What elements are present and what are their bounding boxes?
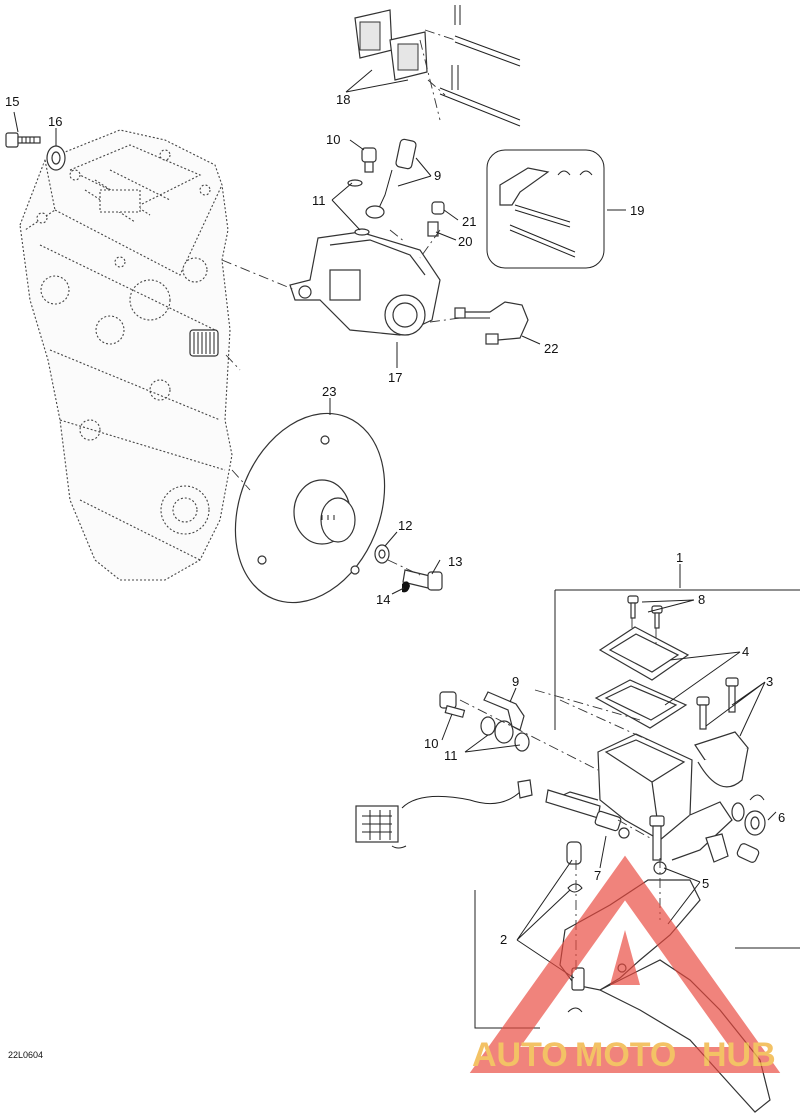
callout-8: 8: [698, 592, 705, 607]
loctite-14: [402, 581, 410, 593]
assembly-guide-lines: [221, 39, 661, 970]
automotohub-watermark: AUTO MOTO HUB: [469, 855, 781, 1074]
callout-13: 13: [448, 554, 462, 569]
gearbox-housing: [19, 129, 233, 581]
watermark-hub: HUB: [702, 1036, 776, 1074]
callout-9-bottom: 9: [512, 674, 519, 689]
callout-11-bottom: 11: [444, 748, 458, 763]
callout-14: 14: [376, 592, 390, 607]
brake-pads-18: [354, 5, 521, 127]
callout-16: 16: [48, 114, 62, 129]
brake-line-22: [454, 301, 529, 345]
brake-disc-23: [234, 412, 386, 604]
washers-11-top: [347, 179, 370, 236]
brake-caliper-17: [289, 231, 441, 336]
bleeder-screw-20: [427, 221, 439, 237]
watermark-moto: MOTO: [575, 1036, 676, 1074]
brake-hose-9-top: [365, 138, 417, 219]
master-cylinder-assembly-1: [355, 589, 800, 1113]
callout-11-top: 11: [312, 193, 326, 208]
callout-23: 23: [322, 384, 336, 399]
callout-6: 6: [778, 810, 785, 825]
callout-3: 3: [766, 674, 773, 689]
callout-18: 18: [336, 92, 350, 107]
callout-22: 22: [544, 341, 558, 356]
bolt-13: [402, 569, 443, 591]
callout-5: 5: [702, 876, 709, 891]
bleeder-cap-21: [431, 201, 445, 215]
callout-7: 7: [594, 868, 601, 883]
callout-21: 21: [462, 214, 476, 229]
callout-9-top: 9: [434, 168, 441, 183]
callout-2: 2: [500, 932, 507, 947]
callout-leaders: [13, 69, 777, 979]
banjo-bolt-10-top: [361, 147, 377, 173]
callout-10-top: 10: [326, 132, 340, 147]
watermark-auto: AUTO: [472, 1036, 568, 1074]
callout-labels: 15 16 10 9 11 21 20 22 17 18 19 23 12 13…: [5, 92, 785, 947]
bolt-15: [5, 132, 41, 148]
callout-1: 1: [676, 550, 683, 565]
callout-19: 19: [630, 203, 644, 218]
callout-15: 15: [5, 94, 19, 109]
diagram-code: 22L0604: [8, 1050, 43, 1060]
nut-16: [46, 145, 66, 171]
callout-12: 12: [398, 518, 412, 533]
callout-10-bottom: 10: [424, 736, 438, 751]
washer-12: [374, 544, 390, 564]
pin-kit-19: [486, 149, 605, 269]
callout-20: 20: [458, 234, 472, 249]
callout-4: 4: [742, 644, 749, 659]
callout-17: 17: [388, 370, 402, 385]
